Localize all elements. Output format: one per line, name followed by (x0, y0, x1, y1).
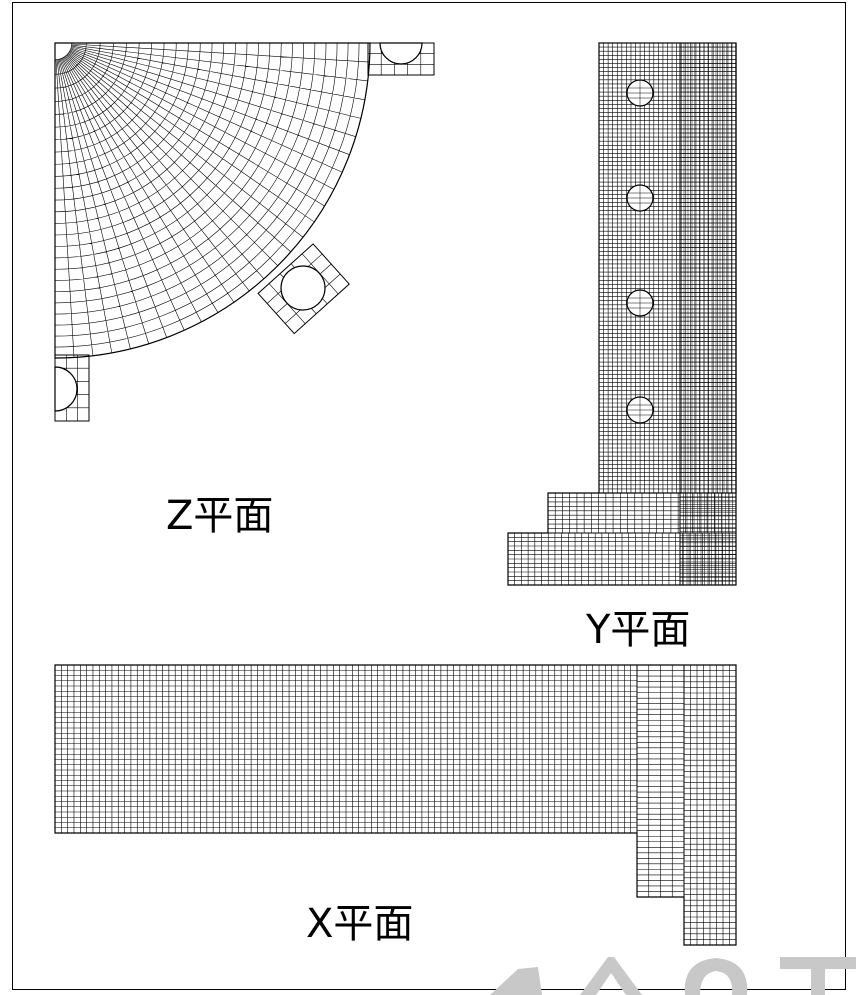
z-plane-mesh (54, 42, 435, 422)
bolt-tab-top (367, 42, 435, 76)
mesh-block (54, 664, 638, 834)
mesh-block (679, 42, 737, 494)
mesh-block (683, 664, 737, 946)
z-plane-label: Z平面 (166, 493, 274, 539)
x-plane-mesh (54, 664, 737, 946)
y-plane-label: Y平面 (586, 607, 691, 653)
x-mesh-outline (54, 664, 737, 946)
watermark-logo (490, 957, 856, 995)
polar-mesh (54, 42, 371, 359)
x-plane-label: X平面 (306, 901, 414, 947)
mesh-block (679, 492, 737, 586)
mesh-block (636, 664, 685, 898)
y-plane-mesh (507, 42, 737, 586)
quarter-disc-outline (54, 42, 371, 359)
figure-frame (12, 2, 846, 990)
bolt-tab-diagonal (257, 243, 350, 335)
bolt-tab-bottom (54, 354, 90, 422)
